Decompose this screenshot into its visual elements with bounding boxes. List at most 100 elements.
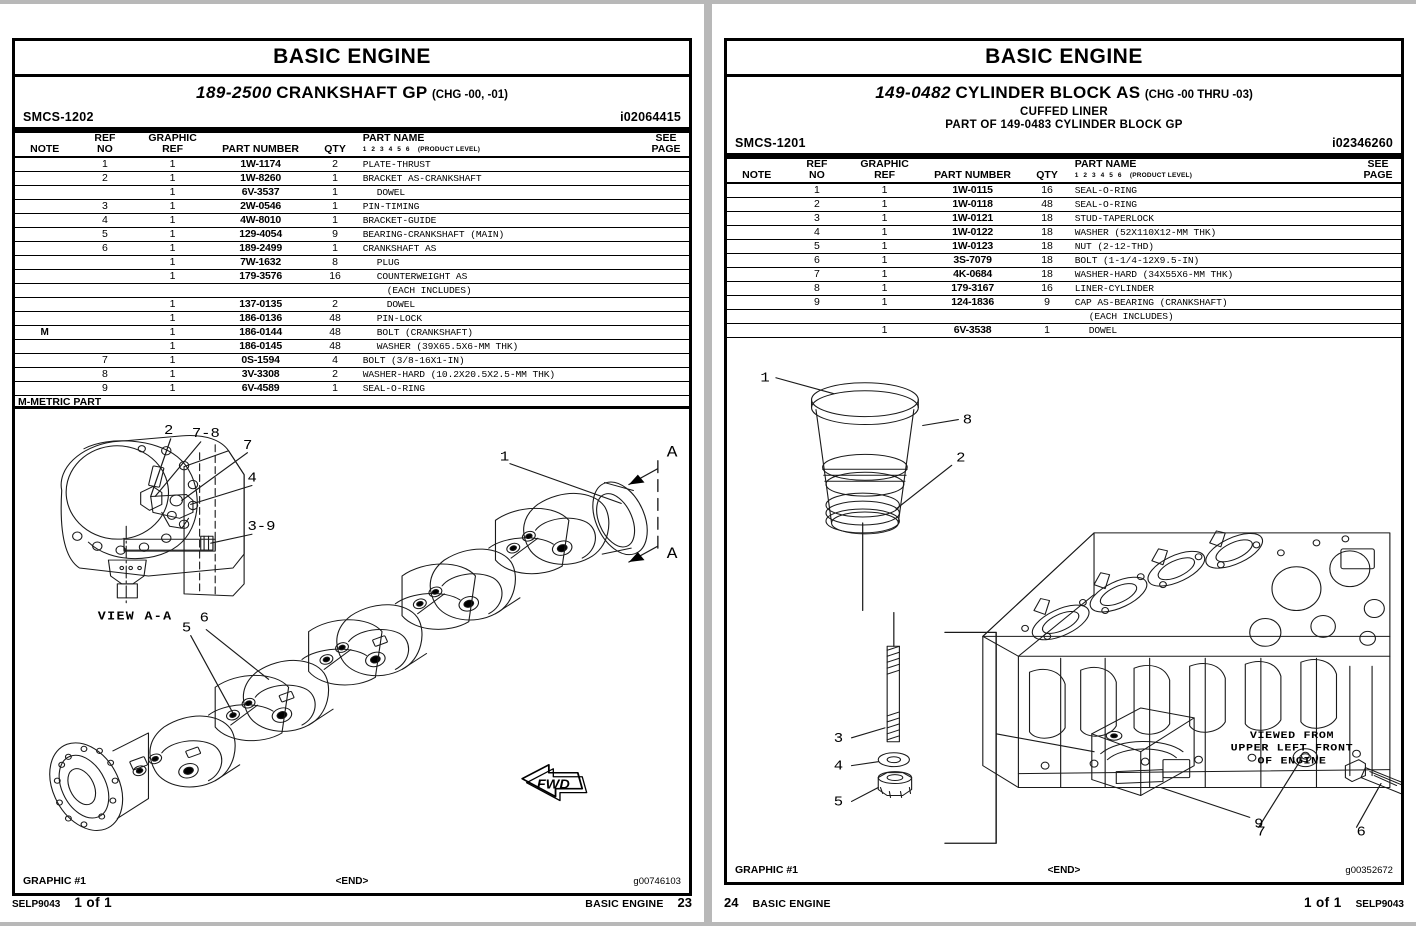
part-note xyxy=(725,267,787,282)
part-note xyxy=(725,323,787,338)
part-number: 137-0135 xyxy=(209,297,312,312)
part-ref-no: 1 xyxy=(786,183,848,198)
table-row[interactable]: (EACH INCLUDES) xyxy=(13,283,691,298)
fwd-arrow: FWD xyxy=(521,763,588,802)
right-smcs-row: SMCS-1201 i02346260 xyxy=(727,131,1401,153)
part-note xyxy=(725,225,787,240)
part-qty: 1 xyxy=(311,199,359,214)
part-note xyxy=(13,353,75,368)
part-graphic-ref: 1 xyxy=(135,353,210,368)
callout-6: 6 xyxy=(1357,825,1366,840)
part-qty: 2 xyxy=(311,367,359,382)
part-see-page xyxy=(1355,309,1403,324)
part-see-page xyxy=(643,227,691,242)
view-note-line-1: VIEWED FROM xyxy=(1250,730,1334,741)
right-document-id: i02346260 xyxy=(1332,136,1393,150)
part-qty: 18 xyxy=(1023,225,1071,240)
part-see-page xyxy=(643,325,691,340)
part-number: 1W-1174 xyxy=(209,157,312,172)
part-ref-no: 5 xyxy=(74,227,136,242)
col-note: NOTE xyxy=(725,157,787,184)
part-note: M xyxy=(13,325,75,340)
part-number: 1W-0121 xyxy=(921,211,1024,226)
part-note xyxy=(13,297,75,312)
col-see-page: SEE PAGE xyxy=(643,131,691,158)
part-graphic-ref: 1 xyxy=(847,197,922,212)
part-note xyxy=(13,241,75,256)
part-name: STUD-TAPERLOCK xyxy=(1070,211,1356,226)
right-table-header-row: NOTE REF NO GRAPHIC REF PART NUMBER QTY … xyxy=(725,157,1403,184)
part-qty: 48 xyxy=(311,311,359,326)
left-graphic-label: GRAPHIC #1 xyxy=(23,875,87,887)
part-see-page xyxy=(643,283,691,298)
part-see-page xyxy=(643,381,691,396)
part-see-page xyxy=(643,199,691,214)
part-name: PLATE-THRUST xyxy=(358,157,644,172)
part-number: 129-4054 xyxy=(209,227,312,242)
col-note: NOTE xyxy=(13,131,75,158)
part-see-page xyxy=(643,339,691,354)
part-name: BOLT (3/8-16X1-IN) xyxy=(358,353,644,368)
part-note xyxy=(725,309,787,324)
table-row[interactable]: (EACH INCLUDES) xyxy=(725,309,1403,324)
part-number: 179-3167 xyxy=(921,281,1024,296)
part-number: 3V-3308 xyxy=(209,367,312,382)
part-graphic-ref: 1 xyxy=(135,269,210,284)
part-graphic-ref: 1 xyxy=(847,183,922,198)
part-qty: 16 xyxy=(1023,183,1071,198)
part-qty: 1 xyxy=(1023,323,1071,338)
part-number: 1W-0115 xyxy=(921,183,1024,198)
part-note xyxy=(13,213,75,228)
callout-9: 9 xyxy=(1254,817,1263,832)
part-name: CAP AS-BEARING (CRANKSHAFT) xyxy=(1070,295,1356,310)
part-ref-no: 3 xyxy=(74,199,136,214)
left-graphic-pane: 2 7-8 7 4 3-9 VIEW A-A xyxy=(12,409,692,896)
part-name: SEAL-O-RING xyxy=(358,381,644,396)
part-graphic-ref: 1 xyxy=(135,227,210,242)
part-qty: 48 xyxy=(311,325,359,340)
left-footer-section: BASIC ENGINE xyxy=(585,898,664,910)
part-ref-no xyxy=(74,283,136,298)
part-ref-no: 6 xyxy=(74,241,136,256)
part-see-page xyxy=(1355,295,1403,310)
part-name: LINER-CYLINDER xyxy=(1070,281,1356,296)
callout-7-8: 7-8 xyxy=(192,426,220,441)
right-graphic-footer: GRAPHIC #1 <END> g00352672 xyxy=(727,864,1401,876)
part-ref-no: 2 xyxy=(786,197,848,212)
part-name: PIN-LOCK xyxy=(358,311,644,326)
part-ref-no xyxy=(786,309,848,324)
part-graphic-ref: 1 xyxy=(847,225,922,240)
part-graphic-ref: 1 xyxy=(135,255,210,270)
right-group-heading: 149-0482 CYLINDER BLOCK AS (CHG -00 THRU… xyxy=(727,77,1401,105)
part-note xyxy=(725,183,787,198)
right-graphic-label: GRAPHIC #1 xyxy=(735,864,799,876)
part-see-page xyxy=(1355,323,1403,338)
